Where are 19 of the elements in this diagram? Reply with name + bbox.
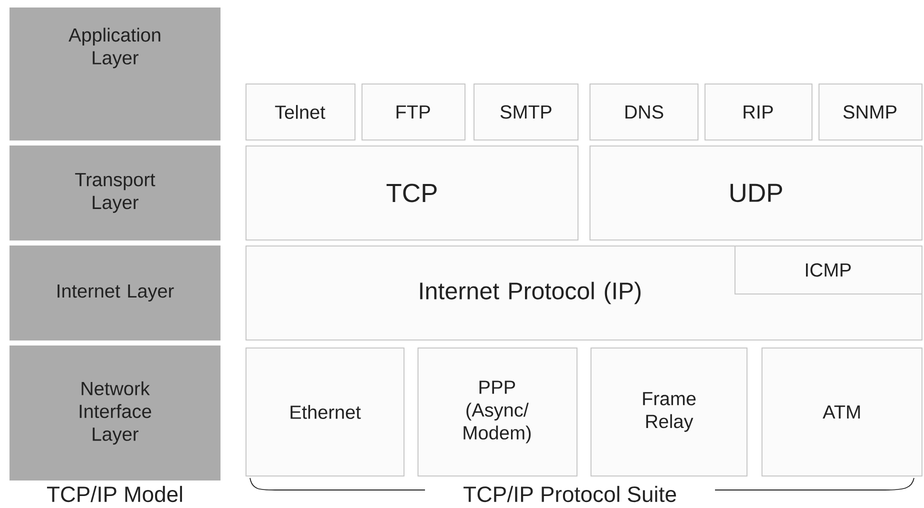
protocol-box: ATM bbox=[762, 348, 922, 476]
protocol-box: UDP bbox=[590, 146, 922, 240]
protocol-box: SNMP bbox=[818, 84, 922, 140]
protocol-box: Frame Relay bbox=[590, 348, 748, 476]
layer-box: Transport Layer bbox=[10, 146, 220, 240]
protocol-box: FTP bbox=[362, 84, 466, 140]
protocol-box: ICMP bbox=[734, 246, 922, 294]
layer-box: Network Interface Layer bbox=[10, 346, 220, 480]
caption-label: TCP/IP Model bbox=[47, 486, 182, 502]
protocol-box: PPP (Async/ Modem) bbox=[418, 348, 578, 476]
caption-label: TCP/IP Protocol Suite bbox=[464, 486, 676, 502]
layer-box: Internet Layer bbox=[10, 246, 220, 340]
protocol-box: RIP bbox=[704, 84, 812, 140]
protocol-box: SMTP bbox=[474, 84, 578, 140]
protocol-box: DNS bbox=[590, 84, 698, 140]
protocol-box: TCP bbox=[246, 146, 578, 240]
protocol-box: Ethernet bbox=[246, 348, 404, 476]
protocol-box: Telnet bbox=[246, 84, 356, 140]
layer-box: Application Layer bbox=[10, 8, 220, 140]
